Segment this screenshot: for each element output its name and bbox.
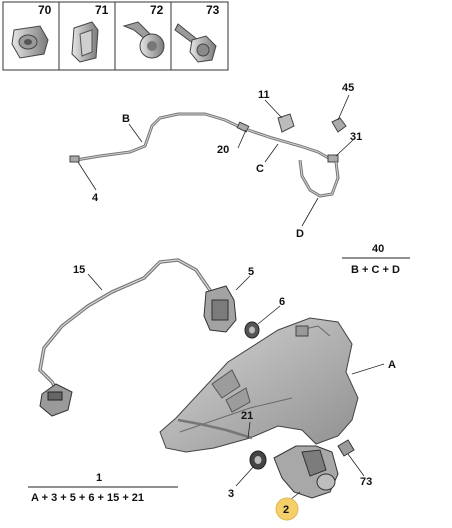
callout-c: C [256, 163, 264, 175]
clip-45[interactable] [331, 117, 347, 133]
part-number-72: 72 [150, 3, 164, 17]
callout-15: 15 [73, 264, 85, 276]
callout-45: 45 [342, 82, 354, 94]
callout-d: D [296, 228, 304, 240]
hose-21[interactable] [177, 418, 253, 440]
callout-3: 3 [228, 488, 234, 500]
flange-bolt-73[interactable]: 73 [174, 3, 220, 63]
hose-set-diagram: B 4 11 20 45 31 C D [69, 82, 362, 240]
hose-15[interactable] [38, 258, 216, 397]
bolt-73[interactable] [337, 439, 355, 457]
connector-20[interactable] [236, 121, 250, 133]
callout-5: 5 [248, 266, 254, 278]
connector-31[interactable] [327, 154, 339, 163]
kit-1-formula-text: A + 3 + 5 + 6 + 15 + 21 [31, 492, 144, 504]
kit-1-formula: 1 A + 3 + 5 + 6 + 15 + 21 [28, 472, 178, 504]
part-number-73: 73 [206, 3, 220, 17]
highlight-callout-2[interactable]: 2 [275, 497, 299, 521]
callout-21: 21 [241, 410, 253, 422]
washer-assembly-diagram: 15 5 6 A 21 3 73 2 [38, 258, 396, 521]
part-number-70: 70 [38, 3, 52, 17]
part-number-71: 71 [95, 3, 109, 17]
hose-connector[interactable] [39, 383, 73, 417]
kit-40-formula-text: B + C + D [351, 264, 400, 276]
callout-31: 31 [350, 131, 362, 143]
callout-4: 4 [92, 192, 99, 204]
washer-pump-5[interactable] [203, 285, 237, 333]
clip-nut-70[interactable]: 70 [11, 3, 52, 59]
washer-reservoir-a[interactable] [159, 317, 359, 453]
spring-clip-71[interactable]: 71 [71, 3, 109, 63]
callout-6: 6 [279, 296, 285, 308]
clip-11[interactable] [277, 113, 295, 133]
kit-40-number: 40 [372, 243, 384, 255]
hose-d[interactable] [298, 159, 340, 198]
callout-11: 11 [258, 89, 270, 101]
parts-strip: 70 71 72 73 [2, 1, 229, 71]
callout-73: 73 [360, 476, 372, 488]
kit-40-formula: 40 B + C + D [342, 243, 410, 276]
callout-2: 2 [283, 504, 289, 516]
callout-20: 20 [217, 144, 229, 156]
seal-3[interactable] [249, 450, 267, 470]
rivet-72[interactable]: 72 [122, 3, 165, 59]
seal-6[interactable] [244, 321, 260, 339]
connector-4[interactable] [69, 155, 80, 163]
kit-1-number: 1 [96, 472, 102, 484]
callout-b: B [122, 113, 130, 125]
washer-pump-2[interactable] [273, 445, 339, 499]
callout-a: A [388, 359, 396, 371]
